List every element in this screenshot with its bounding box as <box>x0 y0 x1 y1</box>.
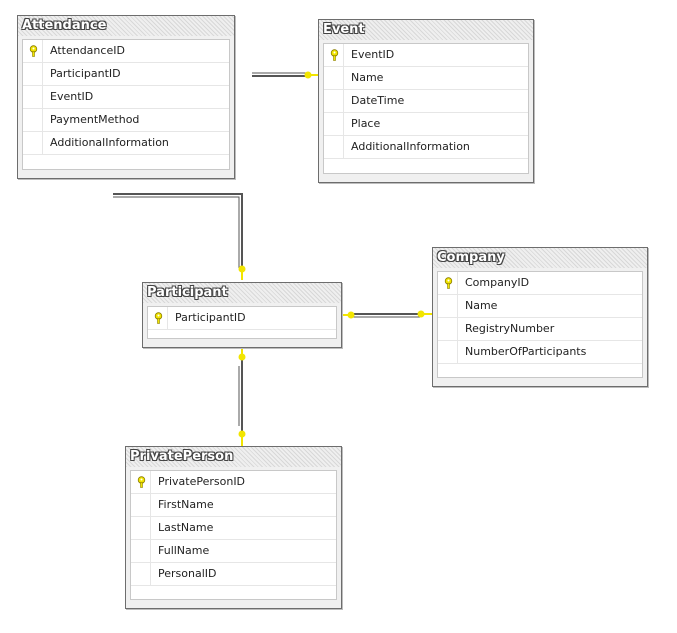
column-name: Place <box>351 117 381 130</box>
table-attendance[interactable]: Attendance AttendanceID ParticipantID Ev… <box>17 15 235 179</box>
column-list: AttendanceID ParticipantID EventID Payme… <box>22 39 230 170</box>
table-title[interactable]: Company <box>433 248 647 268</box>
column-row[interactable]: EventID <box>23 86 229 109</box>
column-row[interactable]: Name <box>324 67 528 90</box>
table-company[interactable]: Company CompanyID Name RegistryNumber Nu… <box>432 247 648 387</box>
primary-key-icon <box>29 45 38 57</box>
table-event[interactable]: Event EventID Name DateTime Place Additi… <box>318 19 534 183</box>
column-list: CompanyID Name RegistryNumber NumberOfPa… <box>437 271 643 378</box>
column-name: FullName <box>158 544 210 557</box>
column-row[interactable]: CompanyID <box>438 272 642 295</box>
column-name: PersonalID <box>158 567 217 580</box>
table-title[interactable]: Attendance <box>18 16 234 36</box>
column-name: PaymentMethod <box>50 113 140 126</box>
column-name: RegistryNumber <box>465 322 555 335</box>
column-row[interactable]: RegistryNumber <box>438 318 642 341</box>
table-participant[interactable]: Participant ParticipantID <box>142 282 342 348</box>
column-name: ParticipantID <box>175 311 246 324</box>
relationship-participant-company[interactable] <box>342 310 432 319</box>
column-name: PrivatePersonID <box>158 475 246 488</box>
column-name: ParticipantID <box>50 67 121 80</box>
primary-key-icon <box>154 312 163 324</box>
column-list: EventID Name DateTime Place AdditionalIn… <box>323 43 529 174</box>
column-name: EventID <box>50 90 94 103</box>
table-title[interactable]: Event <box>319 20 533 40</box>
column-name: CompanyID <box>465 276 530 289</box>
column-list: ParticipantID <box>147 306 337 339</box>
column-row[interactable]: Name <box>438 295 642 318</box>
relationship-attendance-event[interactable] <box>252 71 318 79</box>
column-name: NumberOfParticipants <box>465 345 587 358</box>
column-name: AdditionalInformation <box>50 136 169 149</box>
primary-key-icon <box>444 277 453 289</box>
column-name: DateTime <box>351 94 405 107</box>
column-name: Name <box>465 299 498 312</box>
column-row[interactable]: ParticipantID <box>148 307 336 330</box>
column-name: EventID <box>351 48 395 61</box>
column-name: LastName <box>158 521 214 534</box>
column-name: AttendanceID <box>50 44 125 57</box>
column-row[interactable]: AttendanceID <box>23 40 229 63</box>
column-row[interactable]: NumberOfParticipants <box>438 341 642 364</box>
column-name: FirstName <box>158 498 214 511</box>
relationship-attendance-participant[interactable] <box>113 193 246 280</box>
column-row[interactable]: AdditionalInformation <box>324 136 528 159</box>
column-row[interactable]: LastName <box>131 517 336 540</box>
column-row[interactable]: FirstName <box>131 494 336 517</box>
column-row[interactable]: Place <box>324 113 528 136</box>
column-row[interactable]: AdditionalInformation <box>23 132 229 155</box>
column-row[interactable]: EventID <box>324 44 528 67</box>
column-name: Name <box>351 71 384 84</box>
column-row[interactable]: PaymentMethod <box>23 109 229 132</box>
relationship-participant-privateperson[interactable] <box>238 348 246 446</box>
column-row[interactable]: FullName <box>131 540 336 563</box>
column-name: AdditionalInformation <box>351 140 470 153</box>
primary-key-icon <box>137 476 146 488</box>
table-title[interactable]: PrivatePerson <box>126 447 341 467</box>
table-title[interactable]: Participant <box>143 283 341 303</box>
column-list: PrivatePersonID FirstName LastName FullN… <box>130 470 337 600</box>
column-row[interactable]: PersonalID <box>131 563 336 586</box>
column-row[interactable]: DateTime <box>324 90 528 113</box>
column-row[interactable]: PrivatePersonID <box>131 471 336 494</box>
column-row[interactable]: ParticipantID <box>23 63 229 86</box>
primary-key-icon <box>330 49 339 61</box>
table-privateperson[interactable]: PrivatePerson PrivatePersonID FirstName … <box>125 446 342 609</box>
